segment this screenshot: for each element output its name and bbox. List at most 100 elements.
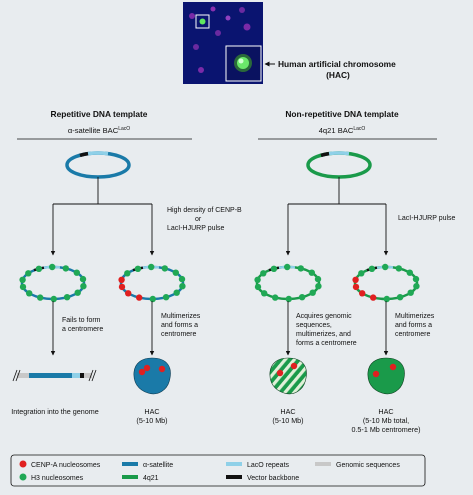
h3-nucleosome xyxy=(285,295,292,303)
right-hac1-size: (5-10 Mb) xyxy=(272,416,303,425)
h3-nucleosome xyxy=(315,283,322,290)
h3-nucleosome xyxy=(413,283,420,290)
cenp-a-nucleosome xyxy=(370,294,377,301)
left-fail-note-2: a centromere xyxy=(62,326,103,333)
left-fail-note-1: Fails to form xyxy=(62,317,101,324)
left-branch-note-2: or xyxy=(195,216,202,223)
h3-nucleosome xyxy=(79,275,87,283)
h3-nucleosome xyxy=(178,275,186,283)
right-panel-header: Non-repetitive DNA template xyxy=(285,109,399,119)
legend-h3: H3 nucleosomes xyxy=(31,475,84,482)
cenp-a-nucleosome xyxy=(359,290,366,297)
h3-nucleosome xyxy=(395,265,402,272)
cenp-a-nucleosome xyxy=(125,290,132,297)
cenp-a-nucleosome xyxy=(352,276,359,283)
hac-caption-line2: (HAC) xyxy=(326,70,350,80)
h3-nucleosome xyxy=(74,289,81,296)
right-hac1-label: HAC xyxy=(280,407,295,416)
h3-nucleosome xyxy=(62,265,69,272)
right-ring-genomic xyxy=(254,263,322,303)
h3-nucleosome xyxy=(35,265,43,272)
h3-nucleosome xyxy=(314,275,322,283)
left-result-label: Integration into the genome xyxy=(11,407,99,416)
micrograph xyxy=(183,2,263,84)
h3-nucleosome xyxy=(412,275,420,283)
right-construct-label: 4q21 BACLacO xyxy=(319,126,366,135)
right-multi-note-2: and forms a xyxy=(395,322,432,329)
cenp-a-nucleosome xyxy=(118,283,126,291)
left-ring-no-centromere xyxy=(19,263,87,303)
right-acq-note-2: sequences, xyxy=(296,322,332,329)
cenp-a-nucleosome xyxy=(352,283,360,291)
h3-nucleosome xyxy=(254,276,261,283)
h3-nucleosome xyxy=(272,294,279,301)
h3-nucleosome xyxy=(383,295,390,303)
h3-nucleosome xyxy=(49,263,56,271)
legend-backbone: Vector backbone xyxy=(247,475,299,482)
legend-cenp-a: CENP-A nucleosomes xyxy=(31,462,101,469)
right-hac2-label: HAC xyxy=(378,407,393,416)
h3-nucleosome xyxy=(270,265,278,272)
left-hac-size: (5-10 Mb) xyxy=(136,416,167,425)
right-multi-note-3: centromere xyxy=(395,331,431,338)
right-acq-note-4: forms a centromere xyxy=(296,340,357,347)
cenp-a-nucleosome xyxy=(136,294,143,301)
legend-alpha: α-satellite xyxy=(143,462,173,469)
h3-nucleosome xyxy=(73,269,81,276)
h3-nucleosome xyxy=(406,269,413,276)
left-branch-note-3: LacI-HJURP pulse xyxy=(167,225,225,232)
h3-nucleosome xyxy=(254,283,262,291)
left-multi-note-3: centromere xyxy=(161,331,197,338)
h3-nucleosome xyxy=(148,263,155,271)
right-branch-note: LacI-HJURP pulse xyxy=(398,215,456,222)
h3-nucleosome xyxy=(298,294,306,301)
h3-nucleosome xyxy=(19,276,26,283)
hac-caption-line1: Human artificial chromosome xyxy=(278,59,396,69)
legend: CENP-A nucleosomes H3 nucleosomes α-sate… xyxy=(10,454,426,487)
h3-nucleosome xyxy=(382,263,389,271)
right-hac-solid-blob xyxy=(367,357,405,395)
h3-nucleosome xyxy=(261,290,268,297)
integrated-linear-dna xyxy=(12,369,97,382)
legend-genomic: Genomic sequences xyxy=(336,462,400,469)
h3-nucleosome xyxy=(26,290,33,297)
h3-nucleosome xyxy=(260,270,267,277)
h3-nucleosome xyxy=(358,270,365,277)
h3-nucleosome xyxy=(179,283,186,290)
right-hac2-size2: 0.5-1 Mb centromere) xyxy=(351,425,420,434)
right-ring-centromere xyxy=(352,263,420,303)
h3-nucleosome xyxy=(172,269,179,276)
right-bac-plasmid xyxy=(306,151,372,179)
h3-nucleosome xyxy=(396,294,404,301)
h3-nucleosome xyxy=(25,270,32,277)
left-hac-blob xyxy=(133,357,171,395)
h3-nucleosome xyxy=(309,289,316,296)
left-multi-note-1: Multimerizes xyxy=(161,313,201,320)
right-acq-note-1: Acquires genomic xyxy=(296,313,352,320)
left-bac-plasmid xyxy=(65,151,131,179)
left-branch-lines xyxy=(50,177,155,256)
h3-nucleosome xyxy=(407,289,414,296)
h3-nucleosome xyxy=(149,295,156,303)
left-panel-header: Repetitive DNA template xyxy=(51,109,148,119)
h3-nucleosome xyxy=(37,294,44,301)
right-multi-note-1: Multimerizes xyxy=(395,313,435,320)
h3-nucleosome xyxy=(19,283,27,291)
cenp-a-nucleosome xyxy=(118,276,125,283)
left-construct-label: α-satellite BACLacO xyxy=(68,126,130,135)
left-ring-centromere xyxy=(118,263,186,303)
h3-nucleosome xyxy=(297,265,304,272)
h3-nucleosome xyxy=(161,265,168,272)
result-arrows xyxy=(50,301,389,356)
right-branch-lines xyxy=(285,177,389,256)
legend-laco: LacO repeats xyxy=(247,462,290,469)
h3-nucleosome xyxy=(284,263,291,271)
right-hac2-size1: (5-10 Mb total, xyxy=(363,416,409,425)
h3-nucleosome xyxy=(80,283,87,290)
left-branch-note-1: High density of CENP-B xyxy=(167,207,242,214)
h3-nucleosome xyxy=(173,289,180,296)
right-hac-striped-blob xyxy=(269,357,307,395)
h3-nucleosome xyxy=(308,269,315,276)
